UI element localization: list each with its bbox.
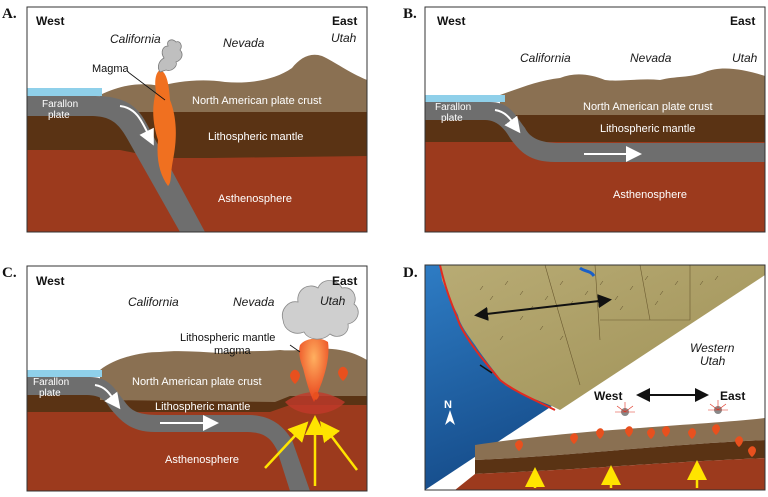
panel-a-letter: A. <box>2 6 17 22</box>
panel-d-east: East <box>720 389 745 403</box>
panel-d-west: West <box>594 389 622 403</box>
panel-a-magma-label: Magma <box>92 63 130 75</box>
panel-b-letter: B. <box>403 6 417 22</box>
ash-plume <box>157 39 183 73</box>
panel-c-astheno-label: Asthenosphere <box>165 454 239 466</box>
panel-d-letter: D. <box>403 265 418 281</box>
panel-a-mantle-label: Lithospheric mantle <box>208 131 303 143</box>
panel-c-letter: C. <box>2 265 17 281</box>
panel-a-west: West <box>36 14 64 28</box>
crust-layer <box>100 348 367 402</box>
panel-a-east: East <box>332 14 357 28</box>
panel-c-utah: Utah <box>320 294 346 308</box>
panel-b-astheno-label: Asthenosphere <box>613 189 687 201</box>
sea <box>425 95 505 102</box>
panel-c-california: California <box>128 295 179 309</box>
panel-b-mantle-label: Lithospheric mantle <box>600 123 695 135</box>
panel-a-farallon-1: Farallon <box>42 99 78 110</box>
panel-b-farallon-1: Farallon <box>435 102 471 113</box>
panel-a-farallon-2: plate <box>48 110 70 121</box>
panel-c-nevada: Nevada <box>233 295 275 309</box>
panel-d-north: N <box>444 399 452 411</box>
farallon-slab <box>27 96 205 232</box>
panel-c-mantle-label: Lithospheric mantle <box>155 401 250 413</box>
sea <box>27 88 102 96</box>
panel-b-crust-label: North American plate crust <box>583 101 713 113</box>
panel-c-crust-label: North American plate crust <box>132 376 262 388</box>
panel-c-farallon-1: Farallon <box>33 377 69 388</box>
panel-a-crust-label: North American plate crust <box>192 95 322 107</box>
panel-b-farallon-2: plate <box>441 113 463 124</box>
panel-a-california: California <box>110 32 161 46</box>
melt-zone <box>285 392 345 414</box>
panel-a-utah: Utah <box>331 31 357 45</box>
farallon-slab <box>27 377 310 491</box>
ash-cloud <box>281 280 359 340</box>
panel-b-california: California <box>520 51 571 65</box>
magma-chamber <box>299 338 329 402</box>
panel-d-western-1: Western <box>690 341 735 355</box>
crust-layer <box>500 68 765 115</box>
panel-b-nevada: Nevada <box>630 51 672 65</box>
panel-c-farallon-2: plate <box>39 388 61 399</box>
north-arrow-icon <box>445 410 455 425</box>
panel-c-lm-magma-1: Lithospheric mantle <box>180 332 275 344</box>
panel-a-nevada: Nevada <box>223 36 265 50</box>
panel-d: D. N Western Utah West East <box>403 264 766 491</box>
magma-conduit <box>153 70 176 186</box>
panel-c: C. West East California Nevada Utah Lith… <box>2 265 368 492</box>
section-mantle <box>475 440 765 474</box>
panel-a: A. West East California Nevada Utah Magm… <box>2 6 368 233</box>
panel-c-west: West <box>36 274 64 288</box>
panel-a-astheno-label: Asthenosphere <box>218 193 292 205</box>
panel-c-lm-magma-2: magma <box>214 345 252 357</box>
sea <box>27 370 102 377</box>
panel-d-western-2: Utah <box>700 354 726 368</box>
panel-c-east: East <box>332 274 357 288</box>
panel-b-utah: Utah <box>732 51 758 65</box>
lithospheric-mantle-layer <box>27 110 367 158</box>
panel-b-west: West <box>437 14 465 28</box>
panel-b: B. West East California Nevada Utah Nort… <box>403 6 766 233</box>
panel-b-east: East <box>730 14 755 28</box>
